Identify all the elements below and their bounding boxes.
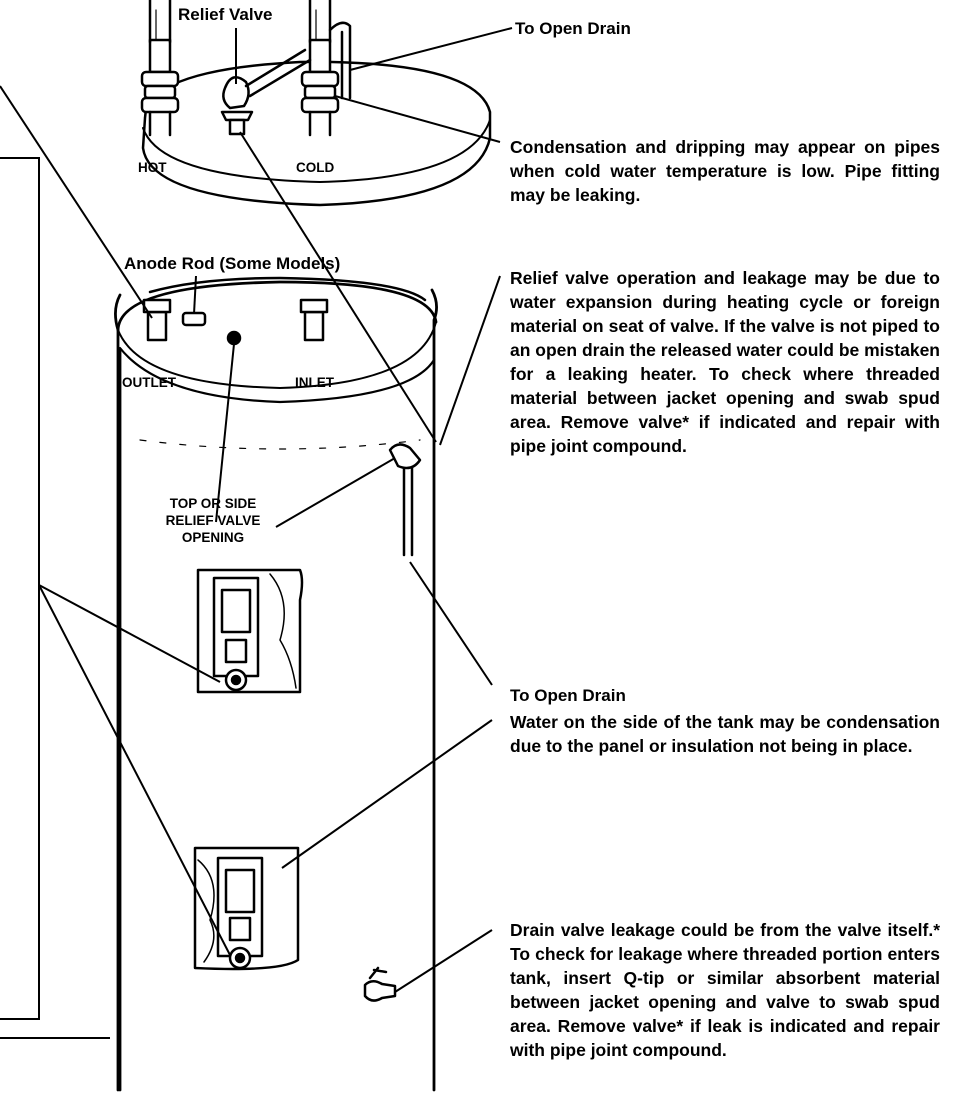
leader-bracket-upper: [38, 584, 221, 683]
top-cover: [140, 0, 492, 207]
leader-relief-from-cover: [239, 131, 437, 443]
leader-anode-rod: [193, 275, 197, 315]
leader-bracket-lower: [38, 584, 231, 956]
relief-valve-opening-label: TOP OR SIDE RELIEF VALVE OPENING: [165, 496, 261, 545]
condensation-pipes-note: Condensation and dripping may appear on …: [510, 137, 940, 205]
leader-to-open-drain-top: [349, 27, 513, 71]
leader-condensation: [334, 95, 501, 143]
lower-access-panel: [193, 846, 300, 971]
inlet-label: INLET: [295, 375, 334, 390]
drain-valve-leakage-note: Drain valve leakage could be from the va…: [510, 920, 940, 1060]
tank-side-water-note: Water on the side of the tank may be con…: [510, 712, 940, 756]
leader-opening-side: [275, 457, 396, 528]
leader-anode-topleft: [0, 85, 153, 319]
leader-relief-valve-note: [439, 275, 501, 446]
cold-pipe: [300, 0, 352, 137]
leader-opening-top: [215, 343, 235, 523]
leader-to-open-drain-side: [409, 561, 493, 686]
tank-body: [114, 276, 438, 1092]
leader-drain-valve: [394, 929, 493, 993]
anode-rod-label: Anode Rod (Some Models): [124, 254, 341, 273]
hot-label: HOT: [138, 160, 167, 175]
to-open-drain-top-label: To Open Drain: [515, 19, 631, 38]
relief-valve-label: Relief Valve: [178, 5, 273, 24]
to-open-drain-side-label: To Open Drain: [510, 686, 626, 705]
bracket-left: [0, 157, 40, 1020]
relief-valve-leakage-note: Relief valve operation and leakage may b…: [510, 268, 940, 456]
cold-label: COLD: [296, 160, 335, 175]
outlet-label: OUTLET: [122, 375, 176, 390]
relief-valve: [220, 48, 312, 136]
leader-tank-side: [281, 719, 493, 869]
upper-access-panel: [196, 568, 304, 694]
hot-pipe: [140, 0, 180, 137]
